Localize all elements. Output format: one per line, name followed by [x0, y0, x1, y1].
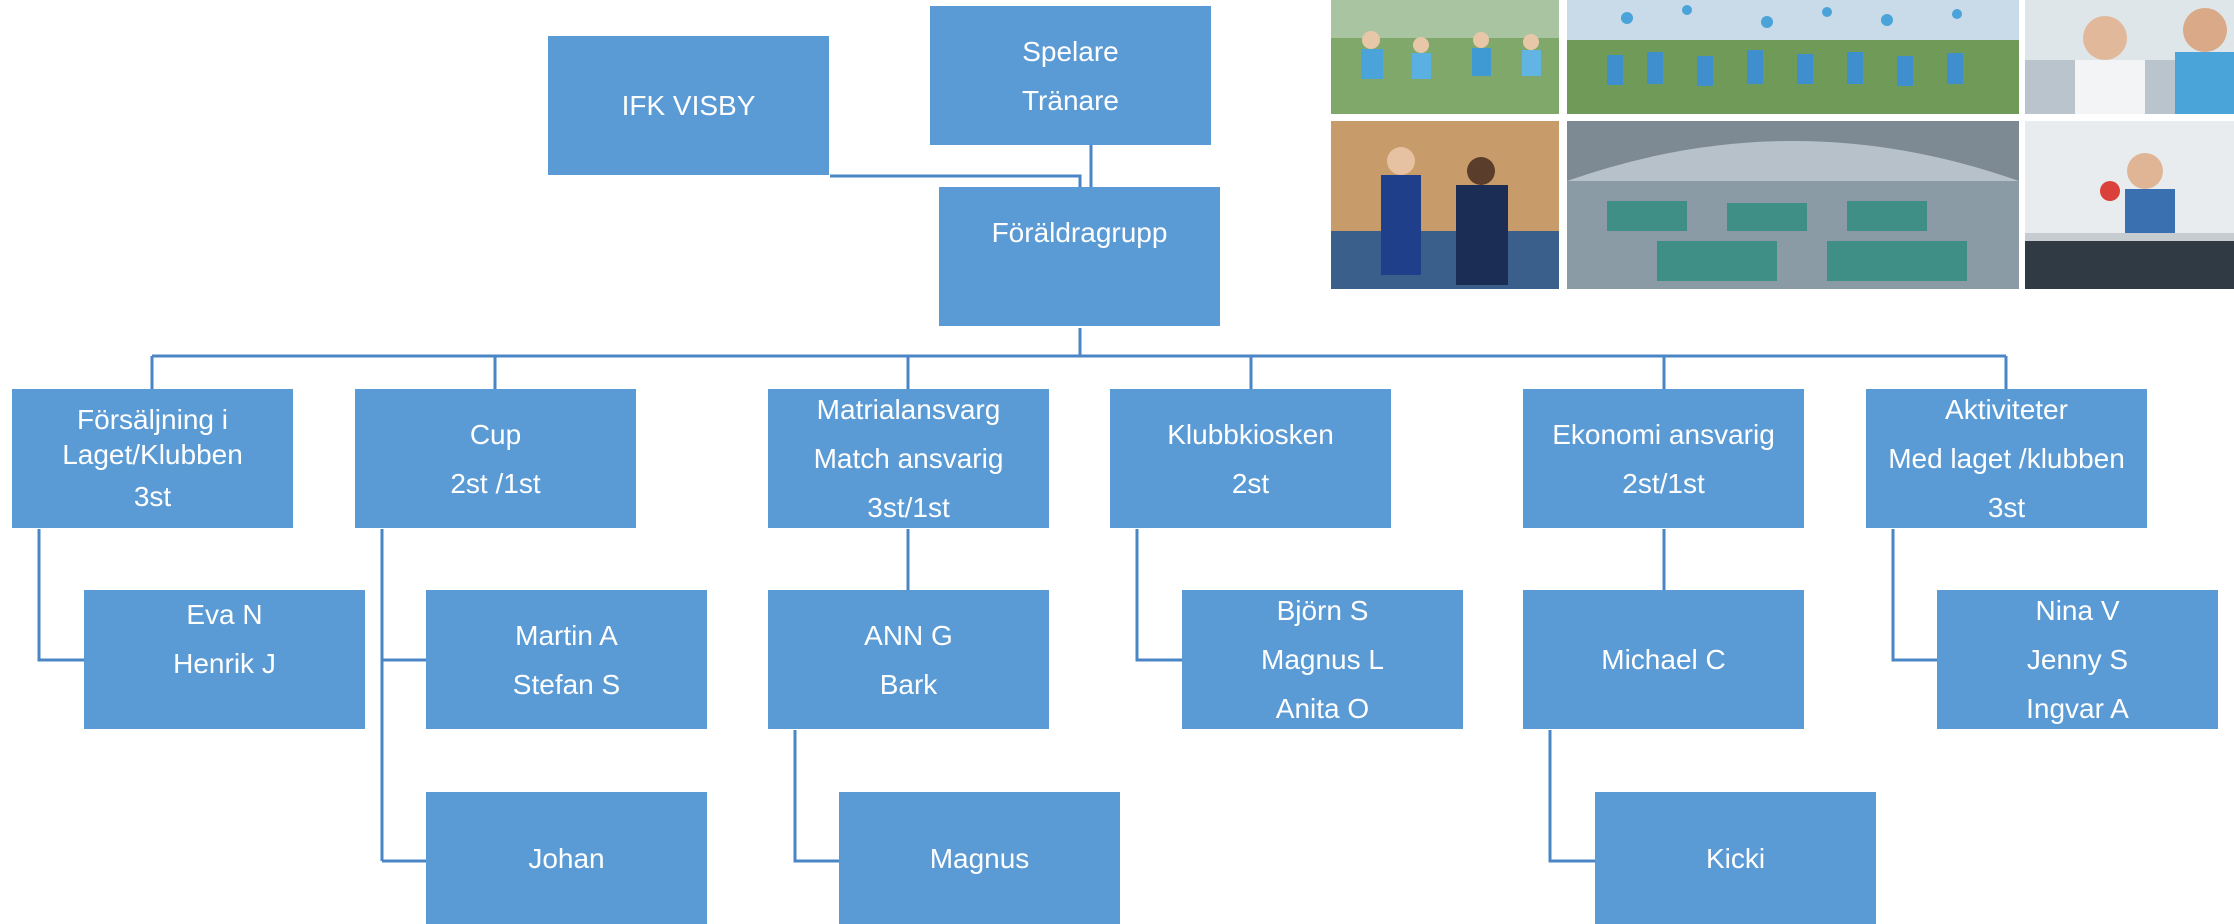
people-activities-box: Nina V Jenny S Ingvar A — [1937, 590, 2218, 729]
org-name: IFK VISBY — [621, 90, 756, 121]
person-name: ANN G — [864, 619, 953, 651]
role-kiosk-box: Klubbkiosken 2st — [1110, 389, 1391, 528]
parent-group-box: Föräldragrupp — [939, 187, 1220, 326]
role-material-count: 3st/1st — [867, 492, 950, 523]
person-name: Michael C — [1601, 644, 1726, 675]
role-activities-title-line-1: Aktiviteter — [1945, 394, 2068, 425]
role-sales-title: Försäljning i Laget/Klubben — [62, 396, 243, 472]
role-cup-title: Cup — [469, 418, 522, 450]
person-name: Eva N — [186, 599, 263, 630]
role-material-title-line-2: Match ansvarig — [813, 443, 1004, 474]
people-finance-box-1: Michael C — [1523, 590, 1804, 729]
photo-kids-running — [1331, 0, 1559, 114]
people-sales-box: Eva N Henrik J — [84, 590, 365, 729]
role-finance-title: Ekonomi ansvarig — [1552, 418, 1775, 450]
people-finance-box-2: Kicki — [1595, 792, 1876, 924]
role-material-title-line-1: Matrialansvarg — [816, 394, 1001, 425]
people-cup-box-2: Johan — [426, 792, 707, 924]
role-sales-title-line-2: Laget/Klubben — [62, 439, 243, 470]
people-cup-box-1: Martin A Stefan S — [426, 590, 707, 729]
people-material-box-2: Magnus — [839, 792, 1120, 924]
members-box: Spelare Tränare — [930, 6, 1211, 145]
role-sales-box: Försäljning i Laget/Klubben 3st — [12, 389, 293, 528]
person-name: Magnus — [929, 842, 1030, 874]
person-name: Johan — [528, 842, 605, 874]
person-name: Henrik J — [173, 648, 276, 679]
photo-coaches — [1331, 121, 1559, 289]
role-finance-count: 2st/1st — [1622, 467, 1705, 499]
role-material-box: Matrialansvarg Match ansvarig 3st/1st — [768, 389, 1049, 528]
photo-spectators — [2025, 0, 2234, 114]
role-activities-title-line-2: Med laget /klubben — [1888, 443, 2125, 474]
role-activities-count: 3st — [1987, 492, 2026, 523]
person-name: Anita O — [1275, 693, 1370, 724]
members-line-2: Tränare — [1021, 84, 1119, 116]
role-kiosk-title: Klubbkiosken — [1167, 418, 1334, 450]
person-name: Nina V — [2035, 595, 2120, 626]
person-name: Stefan S — [512, 668, 621, 700]
people-kiosk-box: Björn S Magnus L Anita O — [1182, 590, 1463, 729]
photo-sports-hall — [1567, 121, 2019, 289]
org-box: IFK VISBY — [548, 36, 829, 175]
person-name: Bark — [879, 668, 938, 700]
photo-table-tennis — [2025, 121, 2234, 289]
person-name: Ingvar A — [2026, 693, 2129, 724]
role-kiosk-count: 2st — [1231, 467, 1270, 499]
photo-team-balloons — [1567, 0, 2019, 114]
people-material-box-1: ANN G Bark — [768, 590, 1049, 729]
role-cup-count: 2st /1st — [450, 467, 541, 499]
role-finance-box: Ekonomi ansvarig 2st/1st — [1523, 389, 1804, 528]
role-sales-count: 3st — [133, 481, 172, 512]
role-sales-title-line-1: Försäljning i — [77, 404, 228, 435]
parent-group-label: Föräldragrupp — [991, 217, 1168, 248]
person-name: Magnus L — [1261, 644, 1384, 675]
person-name: Jenny S — [2026, 644, 2129, 675]
role-activities-box: Aktiviteter Med laget /klubben 3st — [1866, 389, 2147, 528]
role-cup-box: Cup 2st /1st — [355, 389, 636, 528]
person-name: Björn S — [1276, 595, 1369, 626]
person-name: Kicki — [1705, 842, 1766, 874]
person-name: Martin A — [515, 619, 618, 651]
members-line-1: Spelare — [1022, 35, 1119, 67]
